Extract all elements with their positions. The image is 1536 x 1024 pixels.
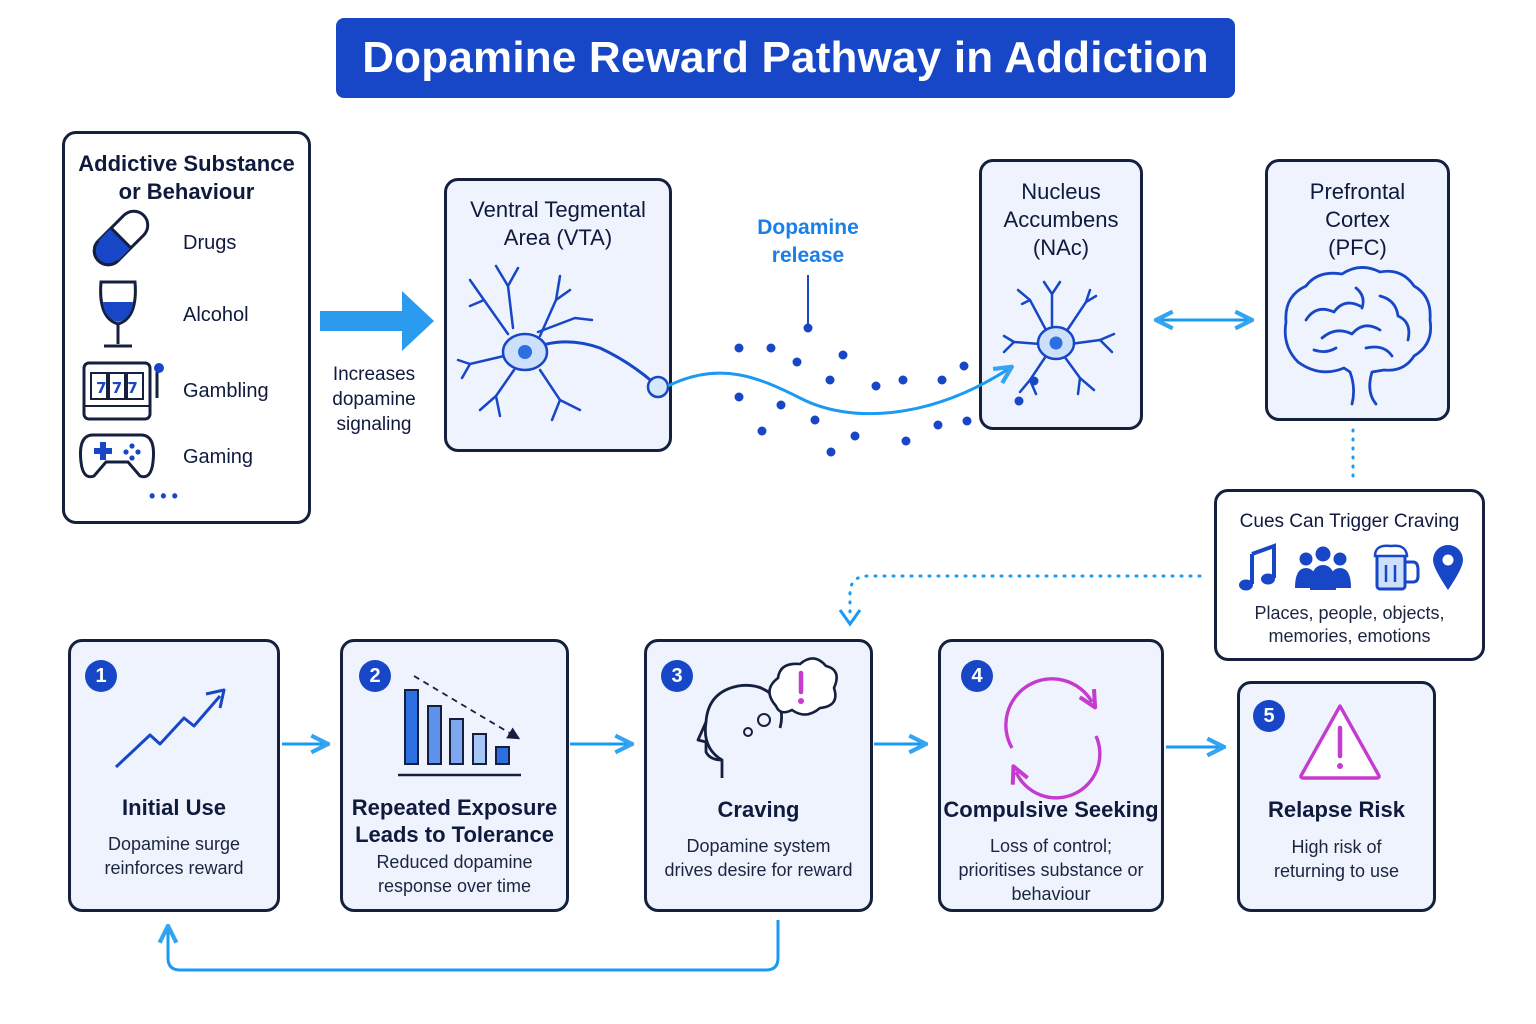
- slot-reels: 7 7 7: [96, 379, 138, 397]
- source-item-drugs: Drugs: [183, 232, 237, 254]
- stage-title-2: Repeated Exposure Leads to Tolerance: [351, 795, 558, 847]
- more-items-ellipsis: • • •: [149, 486, 178, 506]
- gamepad-icon: [79, 433, 155, 479]
- source-item-gaming: Gaming: [183, 446, 254, 468]
- vta-neuron-icon: [456, 264, 657, 422]
- page-title: Dopamine Reward Pathway in Addiction: [362, 33, 1209, 82]
- stage-desc-3: Dopamine system drives desire for reward: [664, 836, 853, 880]
- nac-neuron-icon: [1002, 280, 1116, 396]
- slot-machine-icon: 7 7 7: [82, 361, 164, 421]
- stage-badge-5: 5: [1253, 700, 1285, 732]
- stage-badge-1: 1: [85, 660, 117, 692]
- cycle-arrows-icon: [1004, 677, 1102, 800]
- stage-desc-2: Reduced dopamine response over time: [376, 852, 533, 896]
- rising-trend-icon: [114, 688, 226, 769]
- big-right-arrow: [320, 291, 434, 351]
- stage-box-1: 1 Initial Use Dopamine surge reinforces …: [68, 639, 280, 912]
- sources-box: Addictive Substance or Behaviour Drugs A…: [62, 131, 311, 524]
- head-thought-icon: [696, 657, 838, 778]
- dopamine-flow-arrow: [667, 368, 1010, 416]
- vta-neuron-nucleus: [518, 345, 532, 359]
- source-item-gambling: Gambling: [183, 380, 269, 402]
- brain-icon: [1283, 266, 1433, 406]
- stage-title-4: Compulsive Seeking: [943, 797, 1159, 822]
- nac-box: Nucleus Accumbens (NAc): [979, 159, 1143, 430]
- stage-title-3: Craving: [717, 797, 800, 822]
- stage-desc-4: Loss of control; prioritises substance o…: [958, 836, 1144, 904]
- cues-heading: Cues Can Trigger Craving: [1239, 511, 1460, 532]
- source-item-alcohol: Alcohol: [183, 304, 249, 326]
- title-banner: Dopamine Reward Pathway in Addiction: [336, 18, 1235, 98]
- dopamine-callout-dot: [803, 323, 813, 333]
- axon-terminal: [646, 375, 670, 399]
- music-note-icon: [1239, 543, 1276, 591]
- dopamine-particles: [734, 343, 1039, 457]
- pfc-heading: Prefrontal Cortex (PFC): [1309, 179, 1406, 260]
- nac-heading: Nucleus Accumbens (NAc): [1003, 179, 1119, 260]
- stage-title-1: Initial Use: [122, 795, 226, 820]
- stage-desc-1: Dopamine surge reinforces reward: [104, 834, 244, 878]
- stage-desc-5: High risk of returning to use: [1273, 837, 1400, 881]
- stage-badge-3: 3: [661, 660, 693, 692]
- stage-title-5: Relapse Risk: [1268, 797, 1405, 822]
- stage-box-4: 4 Compulsive Seeking Loss of control; pr…: [938, 639, 1164, 912]
- wine-glass-icon: [99, 280, 137, 348]
- stage-badge-2: 2: [359, 660, 391, 692]
- warning-icon: [1299, 704, 1381, 780]
- cues-description: Places, people, objects, memories, emoti…: [1254, 603, 1445, 646]
- cues-to-craving-dotted-arrow: [848, 574, 1202, 620]
- cues-to-craving-arrowhead: [838, 609, 862, 627]
- dopamine-release-label: Dopamine release: [757, 216, 859, 267]
- stage-badge-4: 4: [961, 660, 993, 692]
- people-icon: [1295, 546, 1351, 590]
- sources-heading: Addictive Substance or Behaviour: [78, 151, 295, 204]
- beer-mug-icon: [1373, 544, 1420, 591]
- vta-heading: Ventral Tegmental Area (VTA): [470, 197, 646, 250]
- pill-icon: [92, 209, 150, 267]
- location-pin-icon: [1433, 545, 1463, 590]
- nac-neuron-nucleus: [1049, 336, 1063, 350]
- increases-dopamine-note: Increases dopamine signaling: [332, 364, 416, 435]
- craving-feedback-loop-arrow: [168, 920, 780, 972]
- declining-bars-icon: [398, 675, 521, 777]
